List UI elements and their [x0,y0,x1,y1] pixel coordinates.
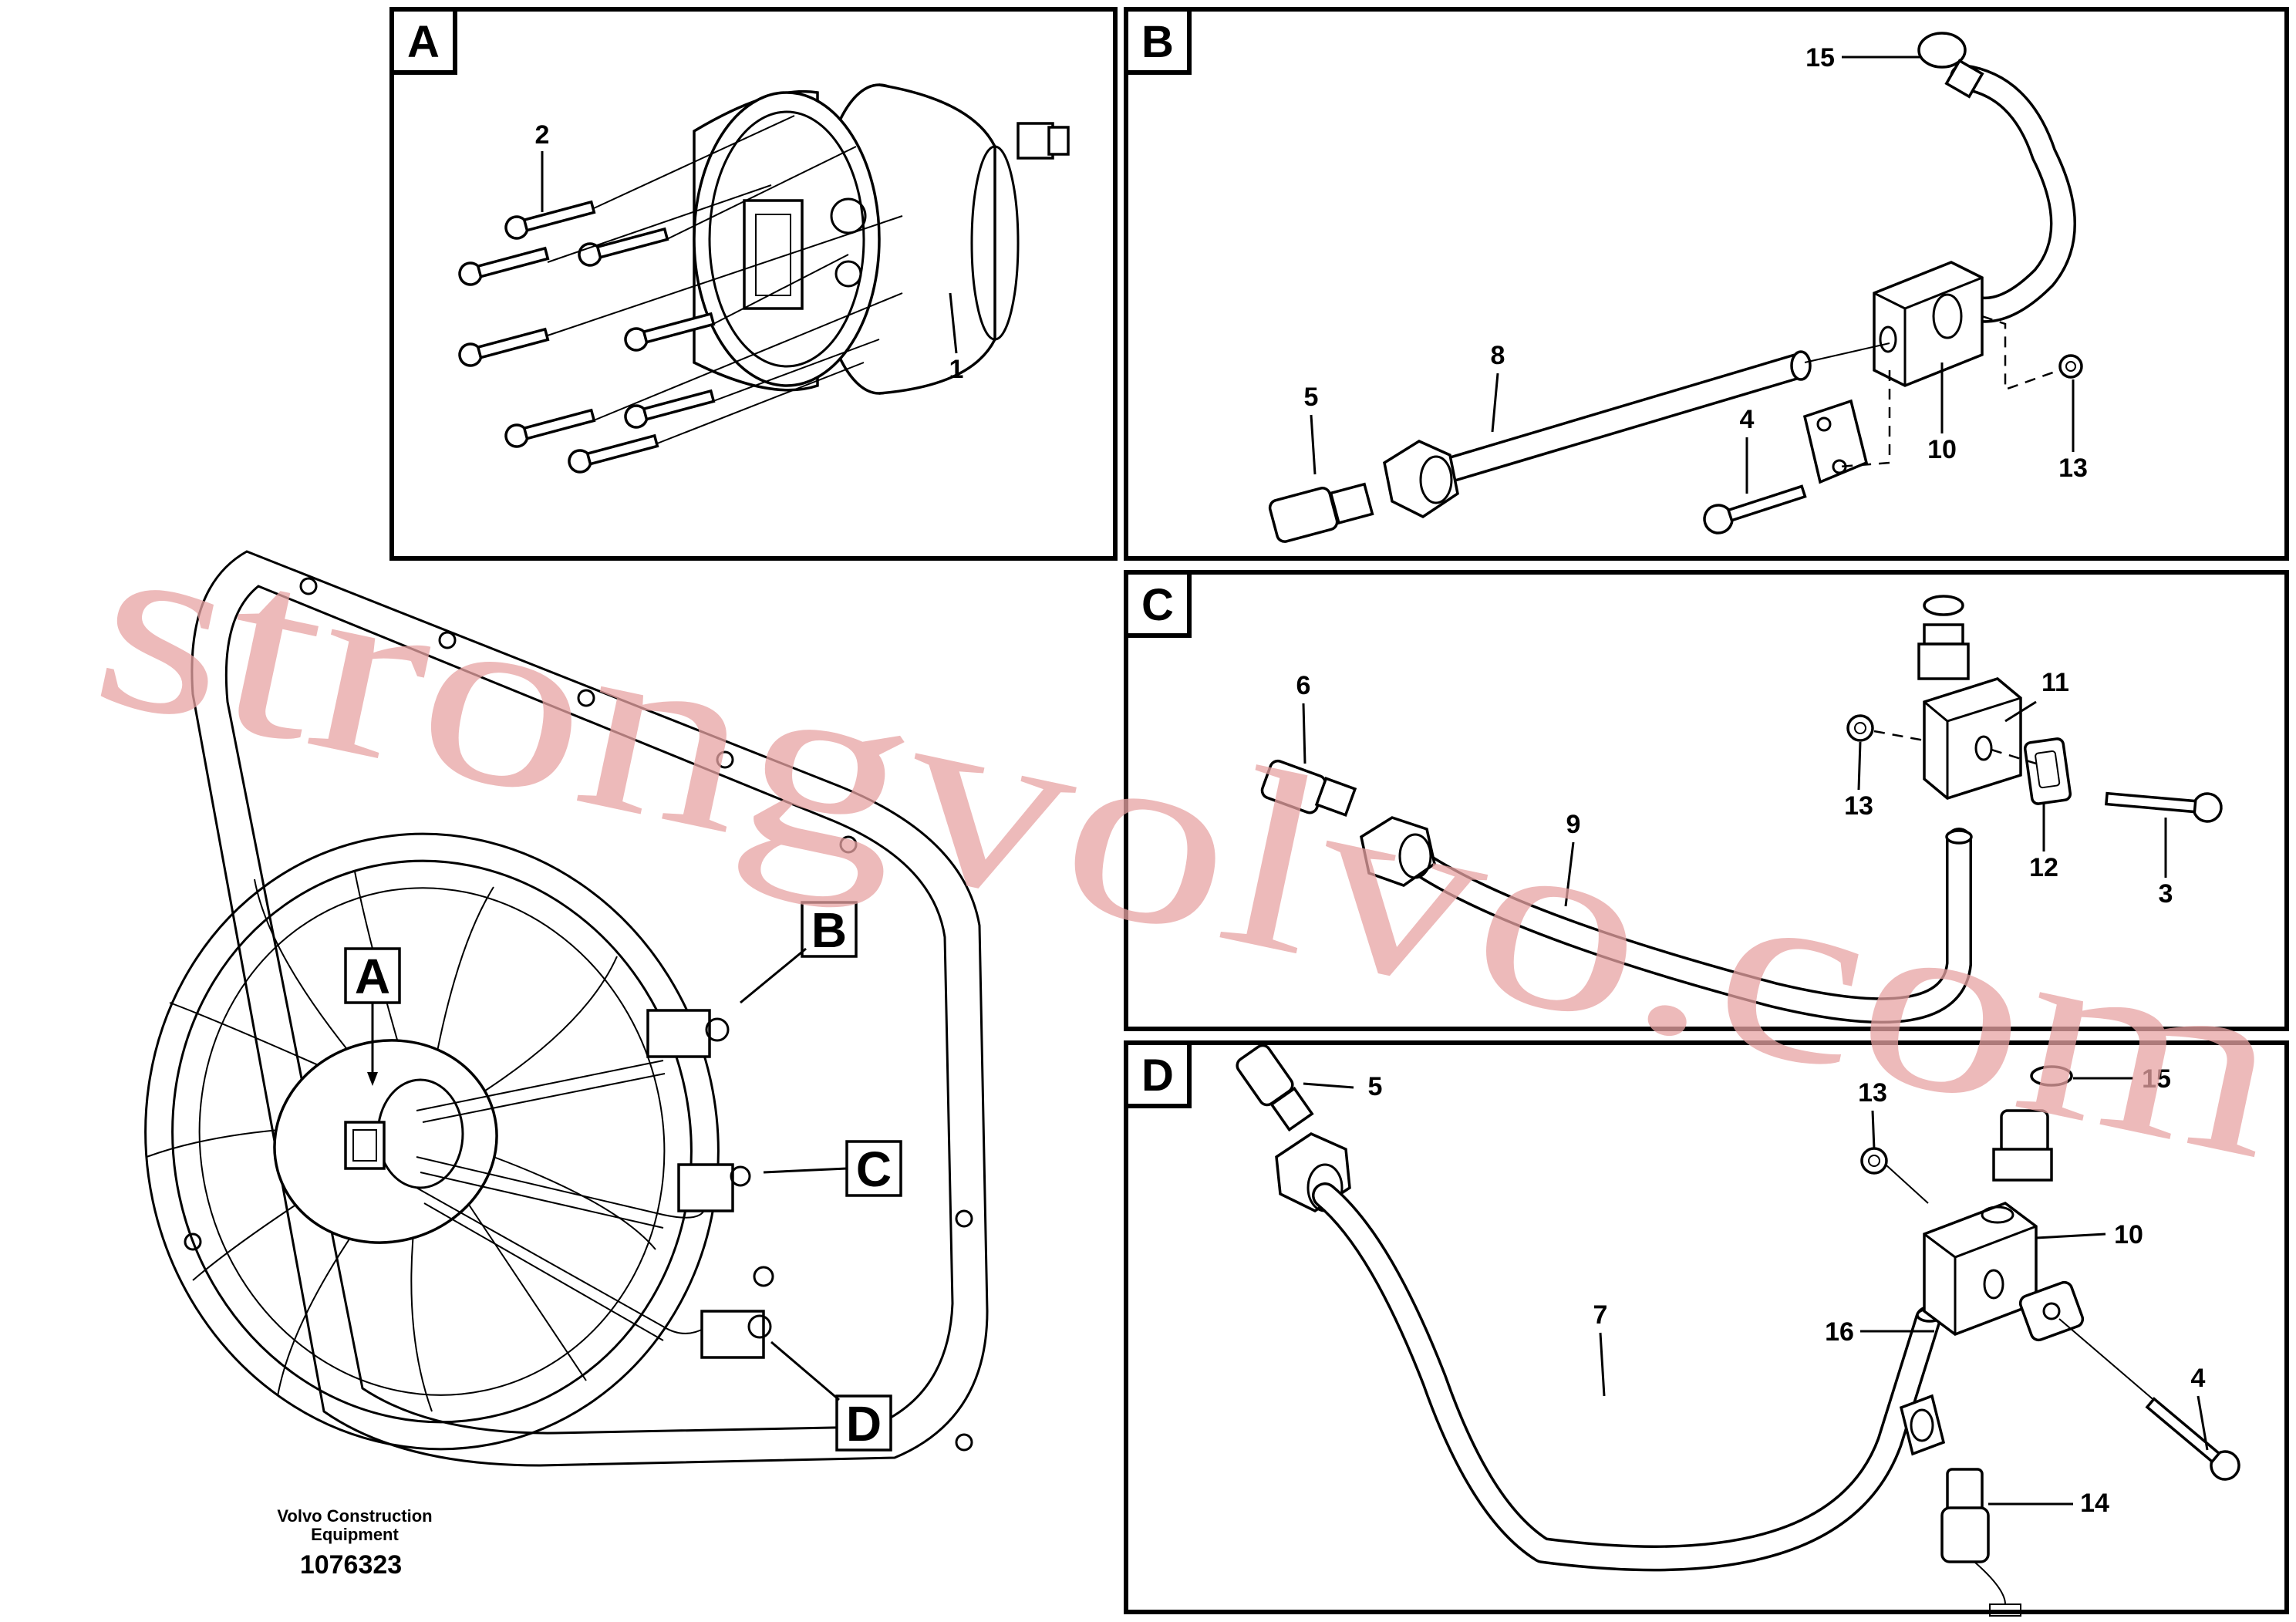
panel-d-letter: D [1141,1050,1174,1101]
panel-c: C 6 11 13 9 [1124,570,2289,1031]
drawing-number: 1076323 [300,1550,402,1580]
svg-text:A: A [355,949,390,1004]
panel-b-label-5: 5 [1304,383,1319,412]
panel-d-label-15: 15 [2142,1064,2171,1094]
overview-callout-a[interactable]: A [344,947,401,1086]
panel-d-label-4: 4 [2191,1364,2206,1393]
panel-d-label-10: 10 [2114,1220,2143,1249]
panel-a-bolts [458,200,716,474]
panel-b-label-13: 13 [2058,454,2088,483]
panel-d: D [1124,1040,2289,1617]
svg-text:C: C [856,1141,892,1197]
panel-c-label-12: 12 [2029,853,2058,882]
panel-a: A [389,7,1118,561]
overview-callout-b[interactable]: B [740,901,858,1004]
panel-d-label-16: 16 [1825,1317,1854,1347]
company-name-line1: Volvo Construction [277,1506,432,1526]
panel-b-letter: B [1141,17,1174,67]
panel-c-label-13: 13 [1844,791,1873,821]
panel-d-label-7: 7 [1593,1300,1608,1330]
panel-d-label-5: 5 [1368,1072,1383,1101]
panel-c-label-3: 3 [2159,879,2173,909]
panel-c-label-9: 9 [1566,810,1581,839]
panel-b: B 15 8 [1124,7,2289,561]
panel-c-label-6: 6 [1296,671,1311,700]
overview-fan-assembly [144,550,989,1467]
company-name-line2: Equipment [311,1525,399,1544]
panel-a-label-2: 2 [535,120,550,150]
overview-callout-c[interactable]: C [763,1140,902,1197]
panel-d-label-13: 13 [1858,1078,1887,1108]
svg-text:D: D [846,1396,882,1452]
panel-c-label-11: 11 [2041,668,2069,697]
svg-text:B: B [811,902,847,958]
panel-a-letter: A [407,17,440,67]
panel-d-label-14: 14 [2080,1489,2109,1518]
panel-b-label-10: 10 [1927,435,1957,464]
panel-b-label-4: 4 [1740,405,1755,434]
overview-callout-d[interactable]: D [770,1340,892,1452]
panel-b-label-15: 15 [1805,43,1835,73]
panel-a-label-1: 1 [949,355,964,384]
panel-b-label-8: 8 [1491,341,1505,370]
panel-c-letter: C [1141,580,1174,630]
